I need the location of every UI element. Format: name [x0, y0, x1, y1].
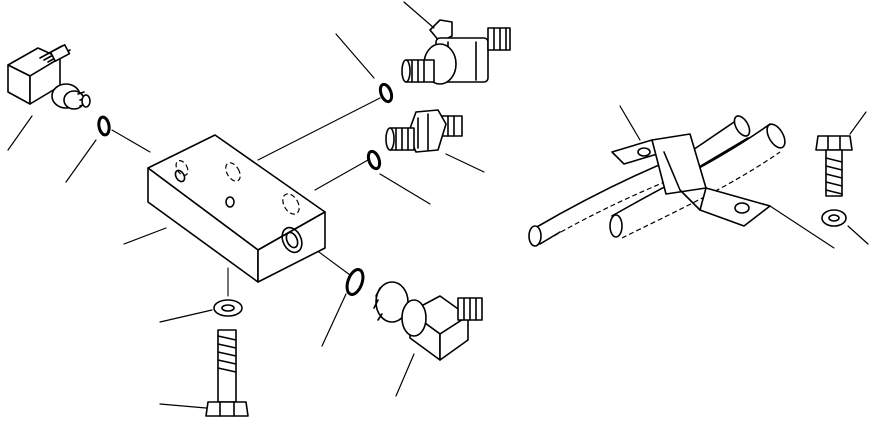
straight-fitting-middle [385, 109, 463, 153]
clamp [611, 133, 771, 227]
o-ring-2 [378, 82, 394, 104]
elbow-fitting-upper-right [401, 19, 511, 85]
valve-block-assembly [7, 1, 511, 417]
o-ring-4 [345, 268, 365, 296]
elbow-fitting-upper-left [7, 44, 91, 110]
elbow-fitting-lower-right [373, 281, 483, 361]
hoses [528, 115, 786, 247]
leader-lines-left [7, 1, 485, 409]
o-ring-1 [97, 115, 111, 137]
leader-lines-right [619, 105, 869, 245]
hose-clamp-assembly [528, 105, 869, 249]
bolt-lower [205, 329, 249, 417]
connector-line-right [769, 205, 835, 249]
o-ring-3 [366, 149, 382, 171]
washer-lower [213, 299, 243, 317]
valve-block [147, 134, 326, 283]
washer-right [821, 209, 847, 227]
bolt-right [815, 135, 853, 197]
